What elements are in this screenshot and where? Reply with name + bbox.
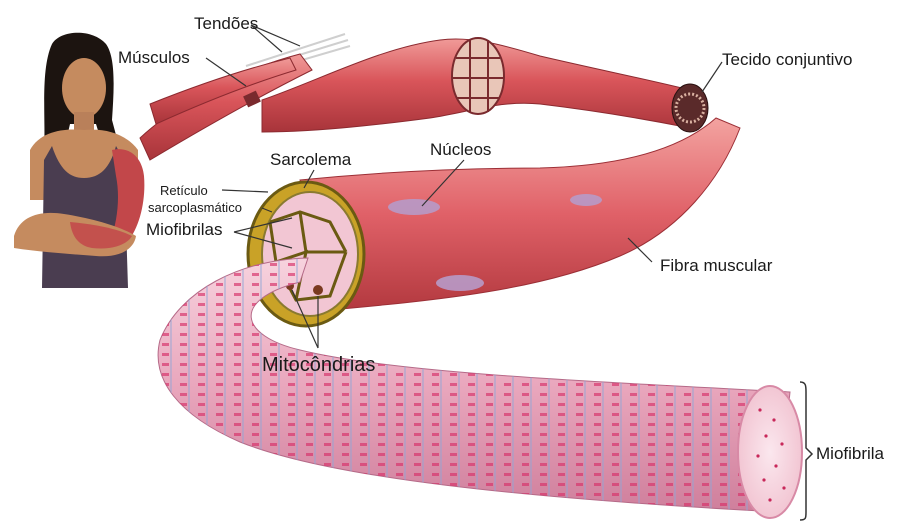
face <box>62 58 106 118</box>
woman-figure <box>14 33 144 288</box>
fiber-body <box>300 118 740 310</box>
leader-tecido <box>702 62 722 92</box>
nucleus-1 <box>388 199 440 215</box>
myofibril-tube-striations <box>158 258 790 512</box>
mitochondrion-1 <box>313 285 323 295</box>
leader-tendoes <box>251 25 300 52</box>
label-sarcolema: Sarcolema <box>270 150 351 170</box>
label-reticulo-line2: sarcoplasmático <box>148 200 242 215</box>
label-musculos: Músculos <box>118 48 190 68</box>
label-fibra-muscular: Fibra muscular <box>660 256 772 276</box>
label-tecido-conjuntivo: Tecido conjuntivo <box>722 50 852 70</box>
label-miofibrilas: Miofibrilas <box>146 220 223 240</box>
label-miofibrila: Miofibrila <box>816 444 884 464</box>
label-nucleos: Núcleos <box>430 140 491 160</box>
nucleus-3 <box>436 275 484 291</box>
myofibril <box>158 258 812 520</box>
label-tendoes: Tendões <box>194 14 258 34</box>
label-reticulo-line1: Retículo <box>160 183 208 198</box>
nucleus-2 <box>570 194 602 206</box>
label-mitocondrias: Mitocôndrias <box>262 354 375 377</box>
myofibril-end <box>738 386 802 518</box>
fiber-cross-section <box>248 182 364 326</box>
fascicle-cross-section <box>452 38 504 114</box>
